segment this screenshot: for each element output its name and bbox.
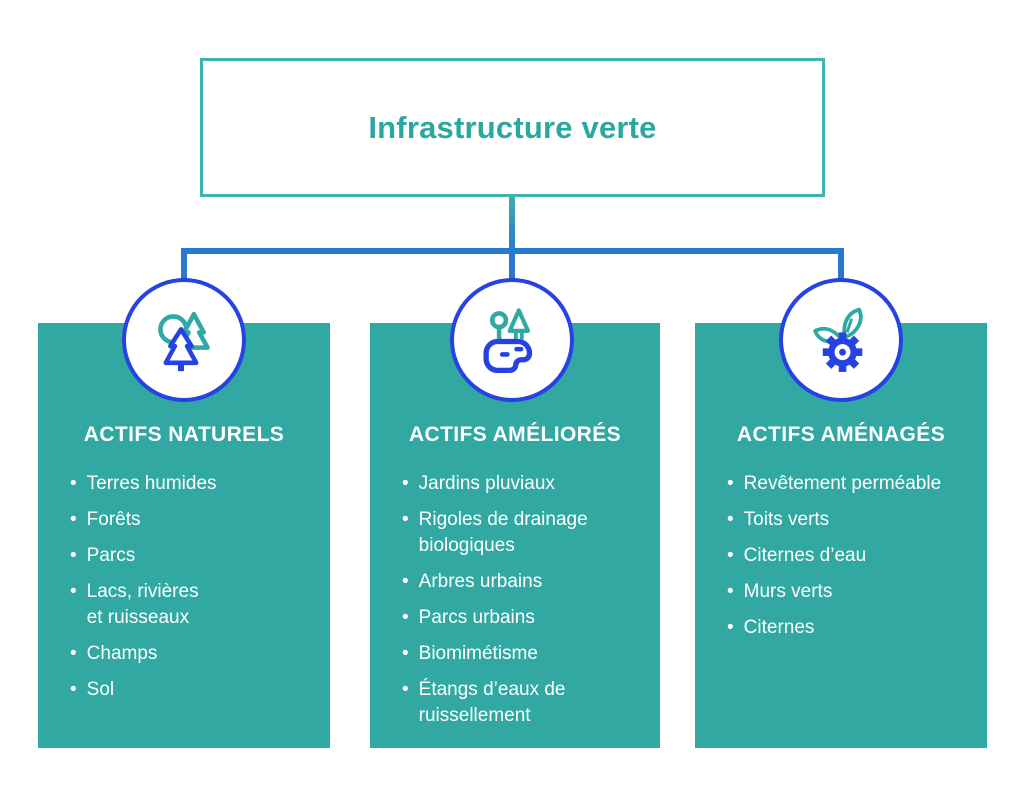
bullet-glyph: • xyxy=(70,545,77,566)
bullet-glyph: • xyxy=(402,643,409,664)
bullet-glyph: • xyxy=(402,607,409,628)
list-item: •Étangs d’eaux de ruissellement xyxy=(402,677,648,729)
trees-icon xyxy=(122,278,246,402)
bullet-glyph: • xyxy=(727,509,734,530)
card-heading: ACTIFS NATURELS xyxy=(83,423,285,446)
bullet-glyph: • xyxy=(70,509,77,530)
list-item: •Terres humides xyxy=(70,471,318,497)
bullet-glyph: • xyxy=(402,509,409,530)
card-list: •Revêtement perméable •Toits verts •Cite… xyxy=(695,471,987,641)
list-item: •Rigoles de drainage biologiques xyxy=(402,507,648,559)
bullet-glyph: • xyxy=(727,545,734,566)
bullet-glyph: • xyxy=(70,581,77,602)
list-item: •Parcs xyxy=(70,543,318,569)
bullet-glyph: • xyxy=(70,643,77,664)
list-item: •Revêtement perméable xyxy=(727,471,975,497)
card-heading: ACTIFS AMÉLIORÉS xyxy=(408,423,622,446)
connector-drop-right xyxy=(838,248,844,282)
list-item: •Parcs urbains xyxy=(402,605,648,631)
card-actifs-naturels: ACTIFS NATURELS •Terres humides •Forêts … xyxy=(38,323,330,748)
title-box: Infrastructure verte xyxy=(200,58,825,197)
list-item: •Jardins pluviaux xyxy=(402,471,648,497)
bullet-glyph: • xyxy=(70,473,77,494)
gear-leaves-icon xyxy=(779,278,903,402)
connector-stem xyxy=(509,197,515,251)
connector-drop-left xyxy=(181,248,187,282)
list-item: •Toits verts xyxy=(727,507,975,533)
bullet-glyph: • xyxy=(727,581,734,602)
list-item: •Champs xyxy=(70,641,318,667)
bullet-glyph: • xyxy=(727,617,734,638)
list-item: •Arbres urbains xyxy=(402,569,648,595)
bullet-glyph: • xyxy=(402,473,409,494)
card-list: •Jardins pluviaux •Rigoles de drainage b… xyxy=(370,471,660,729)
bullet-glyph: • xyxy=(70,679,77,700)
list-item: •Lacs, rivières et ruisseaux xyxy=(70,579,318,631)
bullet-glyph: • xyxy=(402,571,409,592)
card-list: •Terres humides •Forêts •Parcs •Lacs, ri… xyxy=(38,471,330,703)
page-title: Infrastructure verte xyxy=(368,109,657,145)
list-item: •Sol xyxy=(70,677,318,703)
card-heading: ACTIFS AMÉNAGÉS xyxy=(736,423,946,446)
list-item: •Forêts xyxy=(70,507,318,533)
park-pond-icon xyxy=(450,278,574,402)
connector-drop-center xyxy=(509,248,515,282)
list-item: •Citernes xyxy=(727,615,975,641)
list-item: •Citernes d’eau xyxy=(727,543,975,569)
list-item: •Murs verts xyxy=(727,579,975,605)
bullet-glyph: • xyxy=(727,473,734,494)
bullet-glyph: • xyxy=(402,679,409,700)
list-item: •Biomimétisme xyxy=(402,641,648,667)
